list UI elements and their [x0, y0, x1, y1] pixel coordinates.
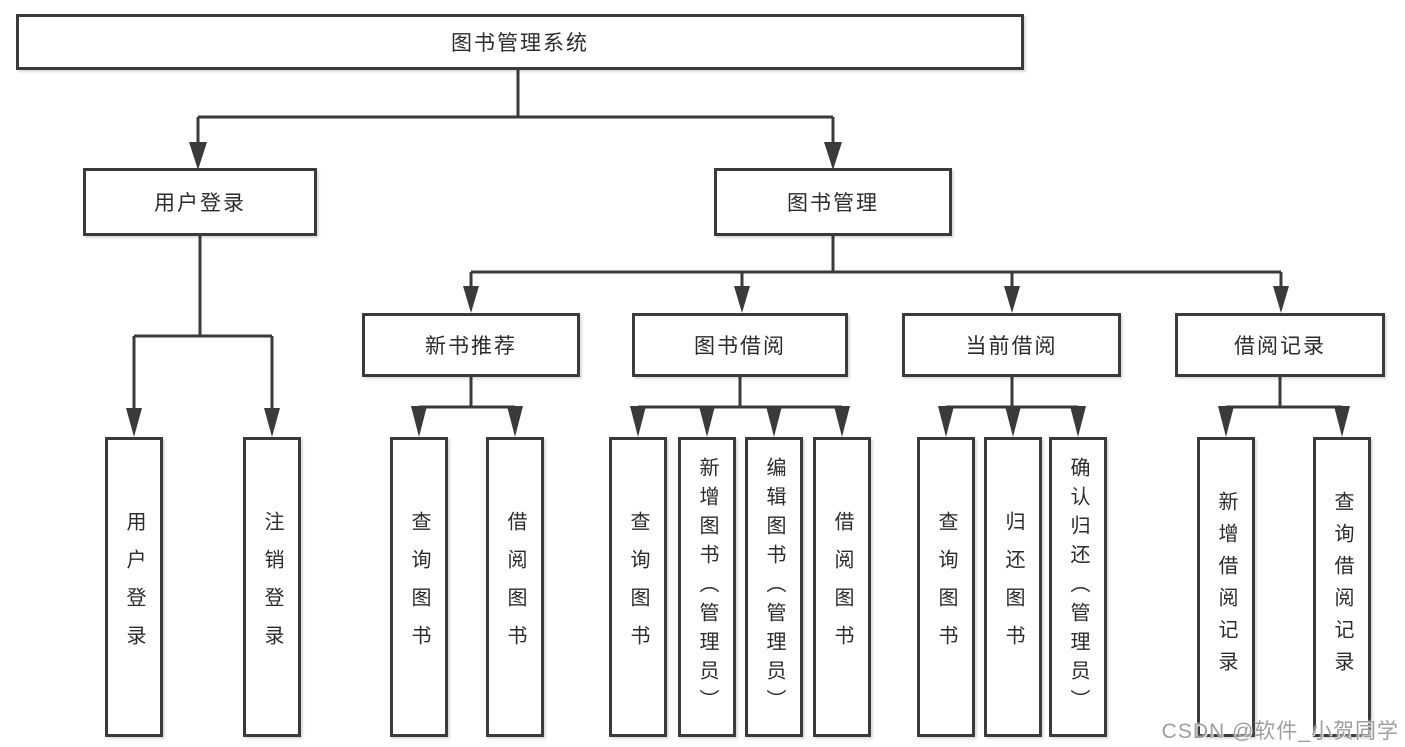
leaf-add-books-admin: 新增图书（管理员） [678, 437, 736, 737]
arrowheads [126, 142, 1350, 437]
csdn-watermark: CSDN @软件_小贺同学 [1161, 720, 1399, 743]
node-book-management: 图书管理 [714, 168, 952, 236]
node-user-login: 用户登录 [83, 168, 317, 236]
node-borrow-records: 借阅记录 [1175, 313, 1385, 377]
leaf-logout: 注销登录 [243, 437, 301, 737]
leaf-user-login: 用户登录 [105, 437, 163, 737]
leaf-borrow-books-recommend: 借阅图书 [486, 437, 544, 737]
node-book-borrow: 图书借阅 [632, 313, 848, 377]
node-current-borrow: 当前借阅 [902, 313, 1121, 377]
leaf-query-books-current: 查询图书 [917, 437, 975, 737]
leaf-borrow-books: 借阅图书 [813, 437, 871, 737]
leaf-edit-books-admin: 编辑图书（管理员） [745, 437, 803, 737]
leaf-confirm-return-admin: 确认归还（管理员） [1049, 437, 1107, 737]
leaf-add-borrow-record: 新增借阅记录 [1197, 437, 1255, 737]
leaf-return-books: 归还图书 [984, 437, 1042, 737]
leaf-query-borrow-record: 查询借阅记录 [1313, 437, 1371, 737]
node-new-book-recommend: 新书推荐 [362, 313, 580, 377]
leaf-query-books-recommend: 查询图书 [390, 437, 448, 737]
node-system-root: 图书管理系统 [16, 14, 1024, 70]
leaf-query-books-borrow: 查询图书 [609, 437, 667, 737]
